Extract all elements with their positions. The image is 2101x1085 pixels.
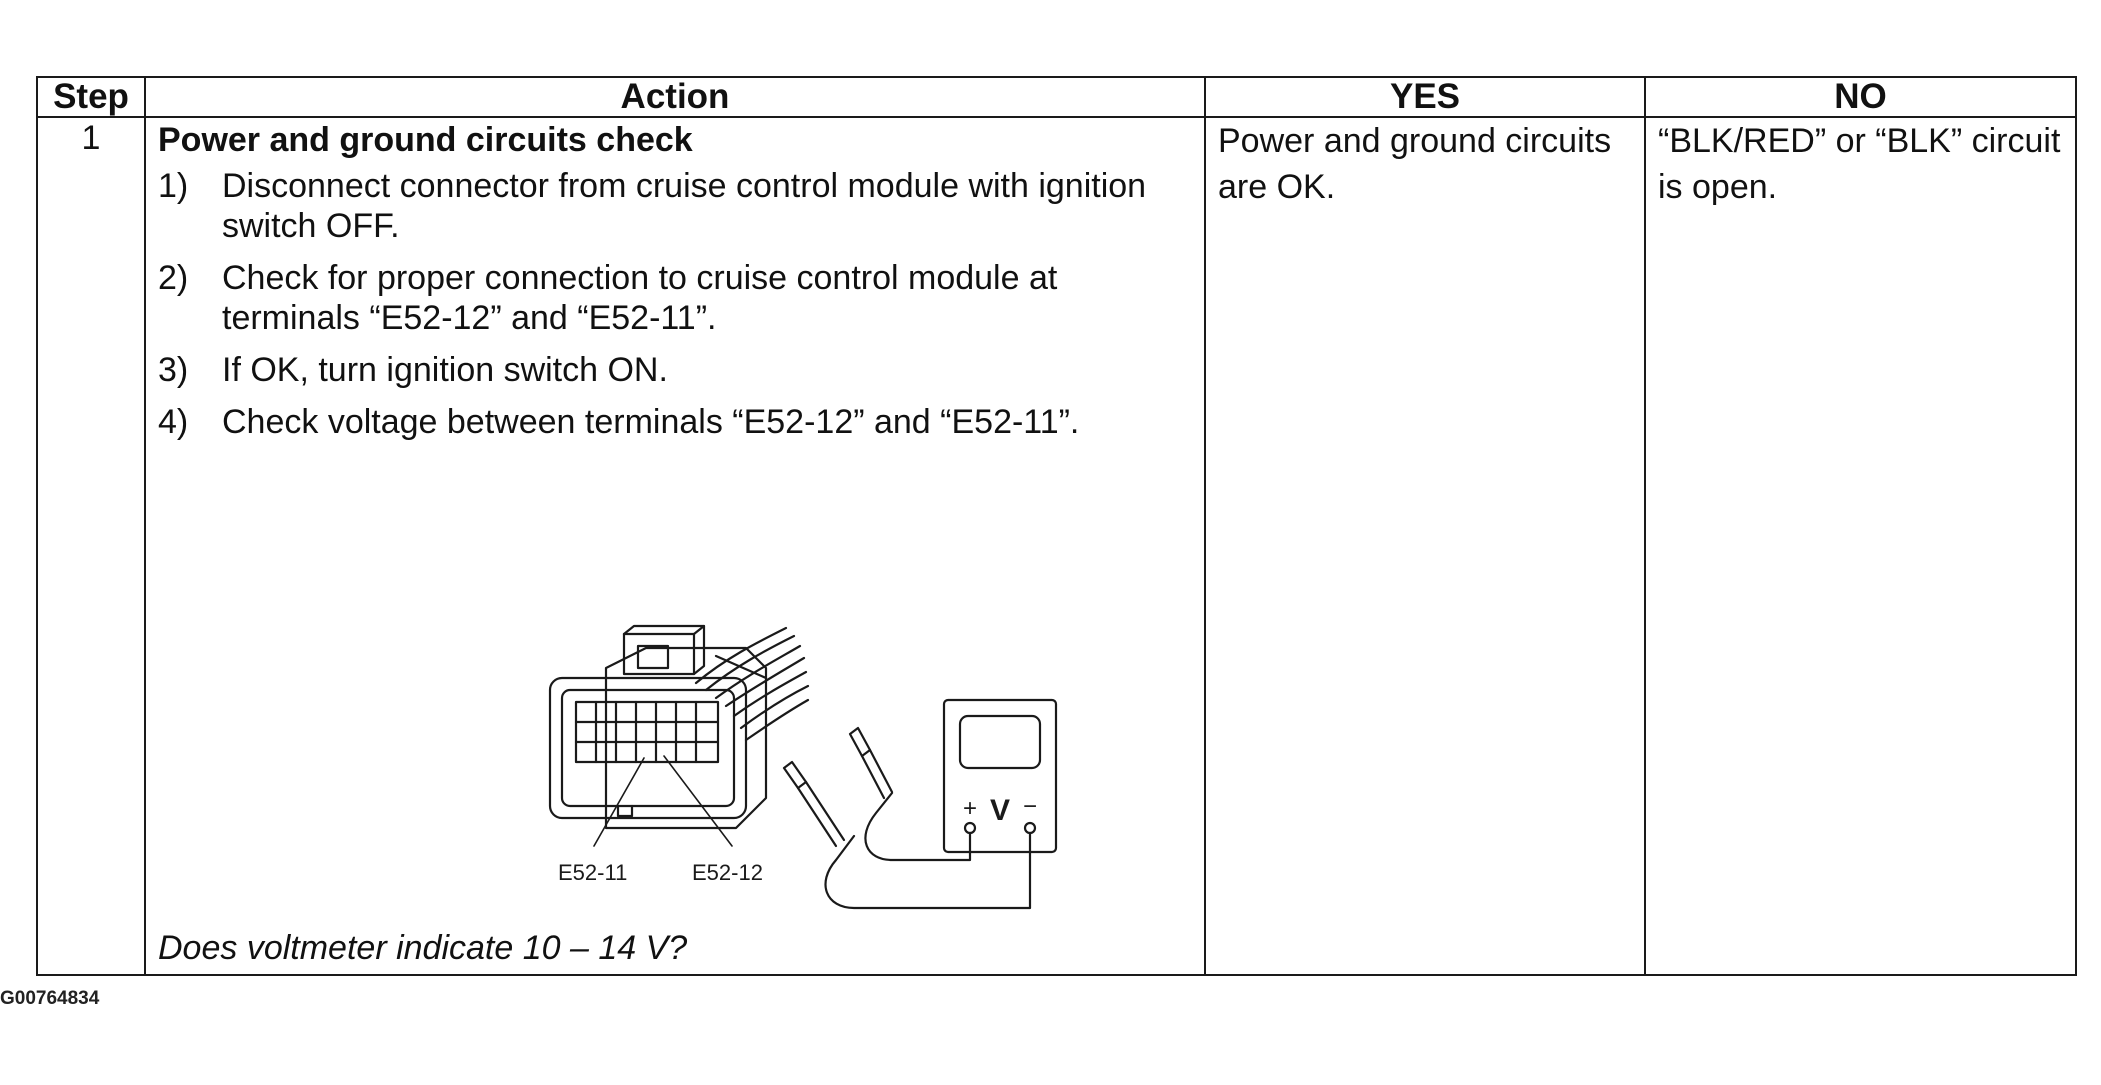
action-title: Power and ground circuits check [158, 121, 693, 159]
list-item: 1) Disconnect connector from cruise cont… [158, 166, 1194, 246]
list-item-number: 1) [158, 167, 189, 205]
list-item: 4) Check voltage between terminals “E52-… [158, 402, 1194, 442]
list-item-number: 2) [158, 259, 189, 297]
header-no: NO [1644, 76, 2077, 118]
action-list: 1) Disconnect connector from cruise cont… [158, 166, 1194, 442]
header-yes: YES [1204, 76, 1646, 118]
action-cell: Power and ground circuits check 1) Disco… [144, 116, 1206, 976]
meter-v-label: V [990, 794, 1010, 827]
figure-code: G00764834 [0, 988, 100, 1009]
header-action: Action [144, 76, 1206, 118]
terminal-label-e52-12: E52-12 [692, 860, 763, 885]
diagnostic-table: Step Action YES NO 1 Power and ground ci… [36, 76, 2077, 976]
list-item-text: Check voltage between terminals “E52-12”… [222, 403, 1080, 441]
list-item-text: Disconnect connector from cruise control… [222, 167, 1147, 245]
voltmeter-icon [942, 698, 1058, 854]
list-item-text: Check for proper connection to cruise co… [222, 259, 1058, 337]
header-step: Step [36, 76, 146, 118]
wire-harness-icon [694, 626, 810, 742]
list-item-number: 4) [158, 403, 189, 441]
yes-result: Power and ground circuits are OK. [1204, 116, 1646, 976]
no-result: “BLK/RED” or “BLK” circuit is open. [1644, 116, 2077, 976]
connector-voltmeter-diagram: + V − E52-11 E52-12 [548, 624, 1058, 910]
table-header-row: Step Action YES NO [36, 76, 2077, 118]
terminal-label-e52-11: E52-11 [558, 860, 627, 885]
list-item-number: 3) [158, 351, 189, 389]
table-row: 1 Power and ground circuits check 1) Dis… [36, 116, 2077, 976]
list-item: 2) Check for proper connection to cruise… [158, 258, 1194, 338]
meter-minus-label: − [1023, 793, 1037, 820]
list-item: 3) If OK, turn ignition switch ON. [158, 350, 1194, 390]
step-number: 1 [36, 116, 146, 976]
list-item-text: If OK, turn ignition switch ON. [222, 351, 668, 389]
meter-plus-label: + [963, 795, 977, 822]
check-question: Does voltmeter indicate 10 – 14 V? [158, 929, 688, 967]
